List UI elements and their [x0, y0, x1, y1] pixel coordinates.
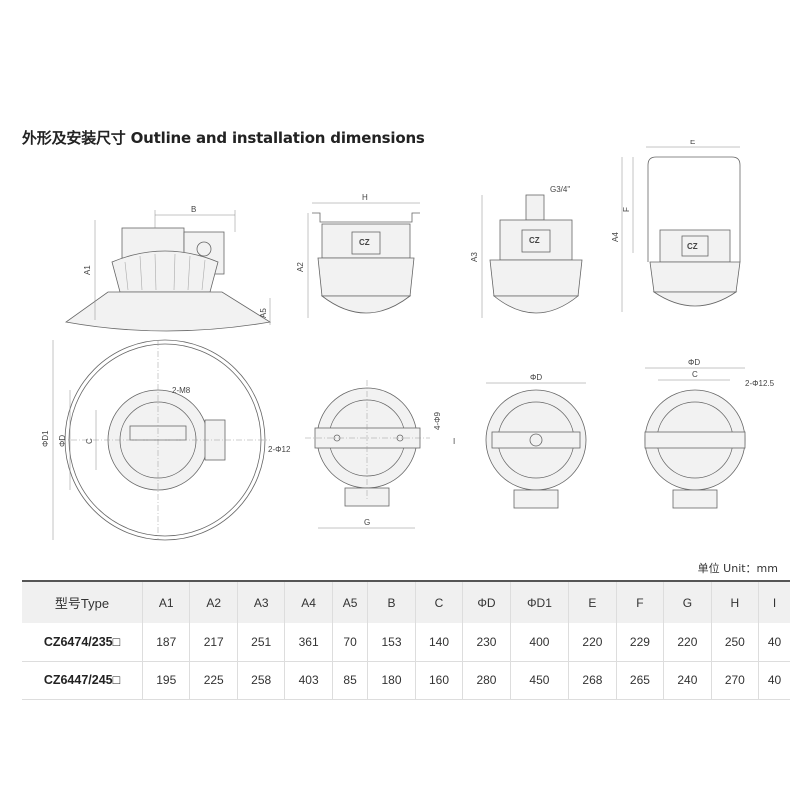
value-cell: 230	[462, 623, 511, 661]
dimension-table: 型号Type A1 A2 A3 A4 A5 B C ΦD ΦD1 E F G H…	[22, 580, 790, 700]
header-cell: ΦD1	[509, 581, 569, 623]
dim-A2: A2	[296, 262, 305, 272]
model-cell: CZ6474/235□	[43, 634, 121, 649]
header-cell: A3	[236, 581, 285, 623]
value-cell: 160	[414, 661, 463, 699]
value-cell: 180	[367, 661, 416, 699]
unit-label: 单位 Unit：mm	[697, 562, 778, 575]
header-cell: F	[615, 581, 664, 623]
dim-D-4: ΦD	[688, 358, 700, 367]
header-cell: B	[367, 581, 416, 623]
value-cell: 250	[710, 623, 759, 661]
dim-A5: A5	[259, 308, 268, 318]
header-cell: A4	[284, 581, 333, 623]
logo-text: CZ	[359, 238, 370, 247]
dim-A1: A1	[83, 265, 92, 275]
top-view-u-bracket: ΦD C 2-Φ12.5	[644, 358, 775, 509]
header-cell: A5	[331, 581, 368, 623]
top-view-thread: ΦD	[485, 373, 587, 509]
dim-C-4: C	[692, 370, 698, 379]
dim-2-D12-5: 2-Φ12.5	[745, 379, 775, 388]
side-view-reflector: B A1 A5	[64, 205, 272, 332]
outline-drawings: B A1 A5 CZ H A2 CZ G3/4"	[41, 140, 775, 541]
value-cell: 70	[331, 623, 368, 661]
front-view-thread: CZ G3/4" A3	[470, 185, 583, 318]
dim-H: H	[362, 193, 368, 202]
header-cell: E	[568, 581, 617, 623]
header-cell: I	[758, 581, 790, 623]
header-cell: 型号Type	[54, 596, 110, 611]
dim-C: C	[85, 438, 94, 444]
dim-D: ΦD	[58, 435, 67, 447]
dim-A4: A4	[611, 232, 620, 242]
model-cell: CZ6447/245□	[43, 673, 121, 687]
front-view-u-bracket: CZ E F A4	[611, 140, 741, 312]
table-header-row: 型号Type A1 A2 A3 A4 A5 B C ΦD ΦD1 E F G H…	[22, 581, 790, 623]
value-cell: 40	[758, 661, 790, 699]
dim-F: F	[622, 207, 631, 212]
value-cell: 85	[331, 661, 368, 699]
top-view-bracket: 4-Φ9 I 2-Φ12 G	[268, 380, 455, 529]
value-cell: 153	[367, 623, 416, 661]
value-cell: 268	[568, 661, 617, 699]
page-title: 外形及安装尺寸 Outline and installation dimensi…	[22, 129, 425, 147]
value-cell: 225	[189, 661, 238, 699]
value-cell: 187	[141, 623, 190, 661]
value-cell: 280	[462, 661, 511, 699]
value-cell: 229	[615, 623, 664, 661]
value-cell: 217	[189, 623, 238, 661]
dim-D-3: ΦD	[530, 373, 542, 382]
dim-2-M8: 2-M8	[172, 386, 191, 395]
logo-text: CZ	[529, 236, 540, 245]
front-view-bracket: CZ H A2	[296, 193, 420, 318]
value-cell: 403	[284, 661, 333, 699]
value-cell: 361	[284, 623, 333, 661]
value-cell: 240	[663, 661, 712, 699]
value-cell: 220	[568, 623, 617, 661]
header-cell: H	[710, 581, 759, 623]
value-cell: 270	[710, 661, 759, 699]
logo-text: CZ	[687, 242, 698, 251]
dim-D1: ΦD1	[41, 430, 50, 447]
value-cell: 251	[236, 623, 285, 661]
header-cell: ΦD	[462, 581, 511, 623]
dim-I: I	[453, 437, 455, 446]
header-cell: A1	[141, 581, 190, 623]
value-cell: 220	[663, 623, 712, 661]
header-cell: C	[414, 581, 463, 623]
value-cell: 40	[758, 623, 790, 661]
value-cell: 450	[509, 661, 569, 699]
value-cell: 265	[615, 661, 664, 699]
dim-A3: A3	[470, 252, 479, 262]
value-cell: 258	[236, 661, 285, 699]
header-cell: G	[663, 581, 712, 623]
value-cell: 195	[141, 661, 190, 699]
dim-E: E	[690, 140, 695, 146]
dim-G3-4: G3/4"	[550, 185, 570, 194]
top-view-reflector: 2-M8 ΦD1 ΦD C	[41, 339, 270, 541]
value-cell: 140	[414, 623, 463, 661]
dim-2-D12: 2-Φ12	[268, 445, 291, 454]
dim-4-D9: 4-Φ9	[433, 412, 442, 430]
dim-G: G	[364, 518, 370, 527]
header-cell: A2	[189, 581, 238, 623]
value-cell: 400	[509, 623, 569, 661]
dim-B: B	[191, 205, 196, 214]
